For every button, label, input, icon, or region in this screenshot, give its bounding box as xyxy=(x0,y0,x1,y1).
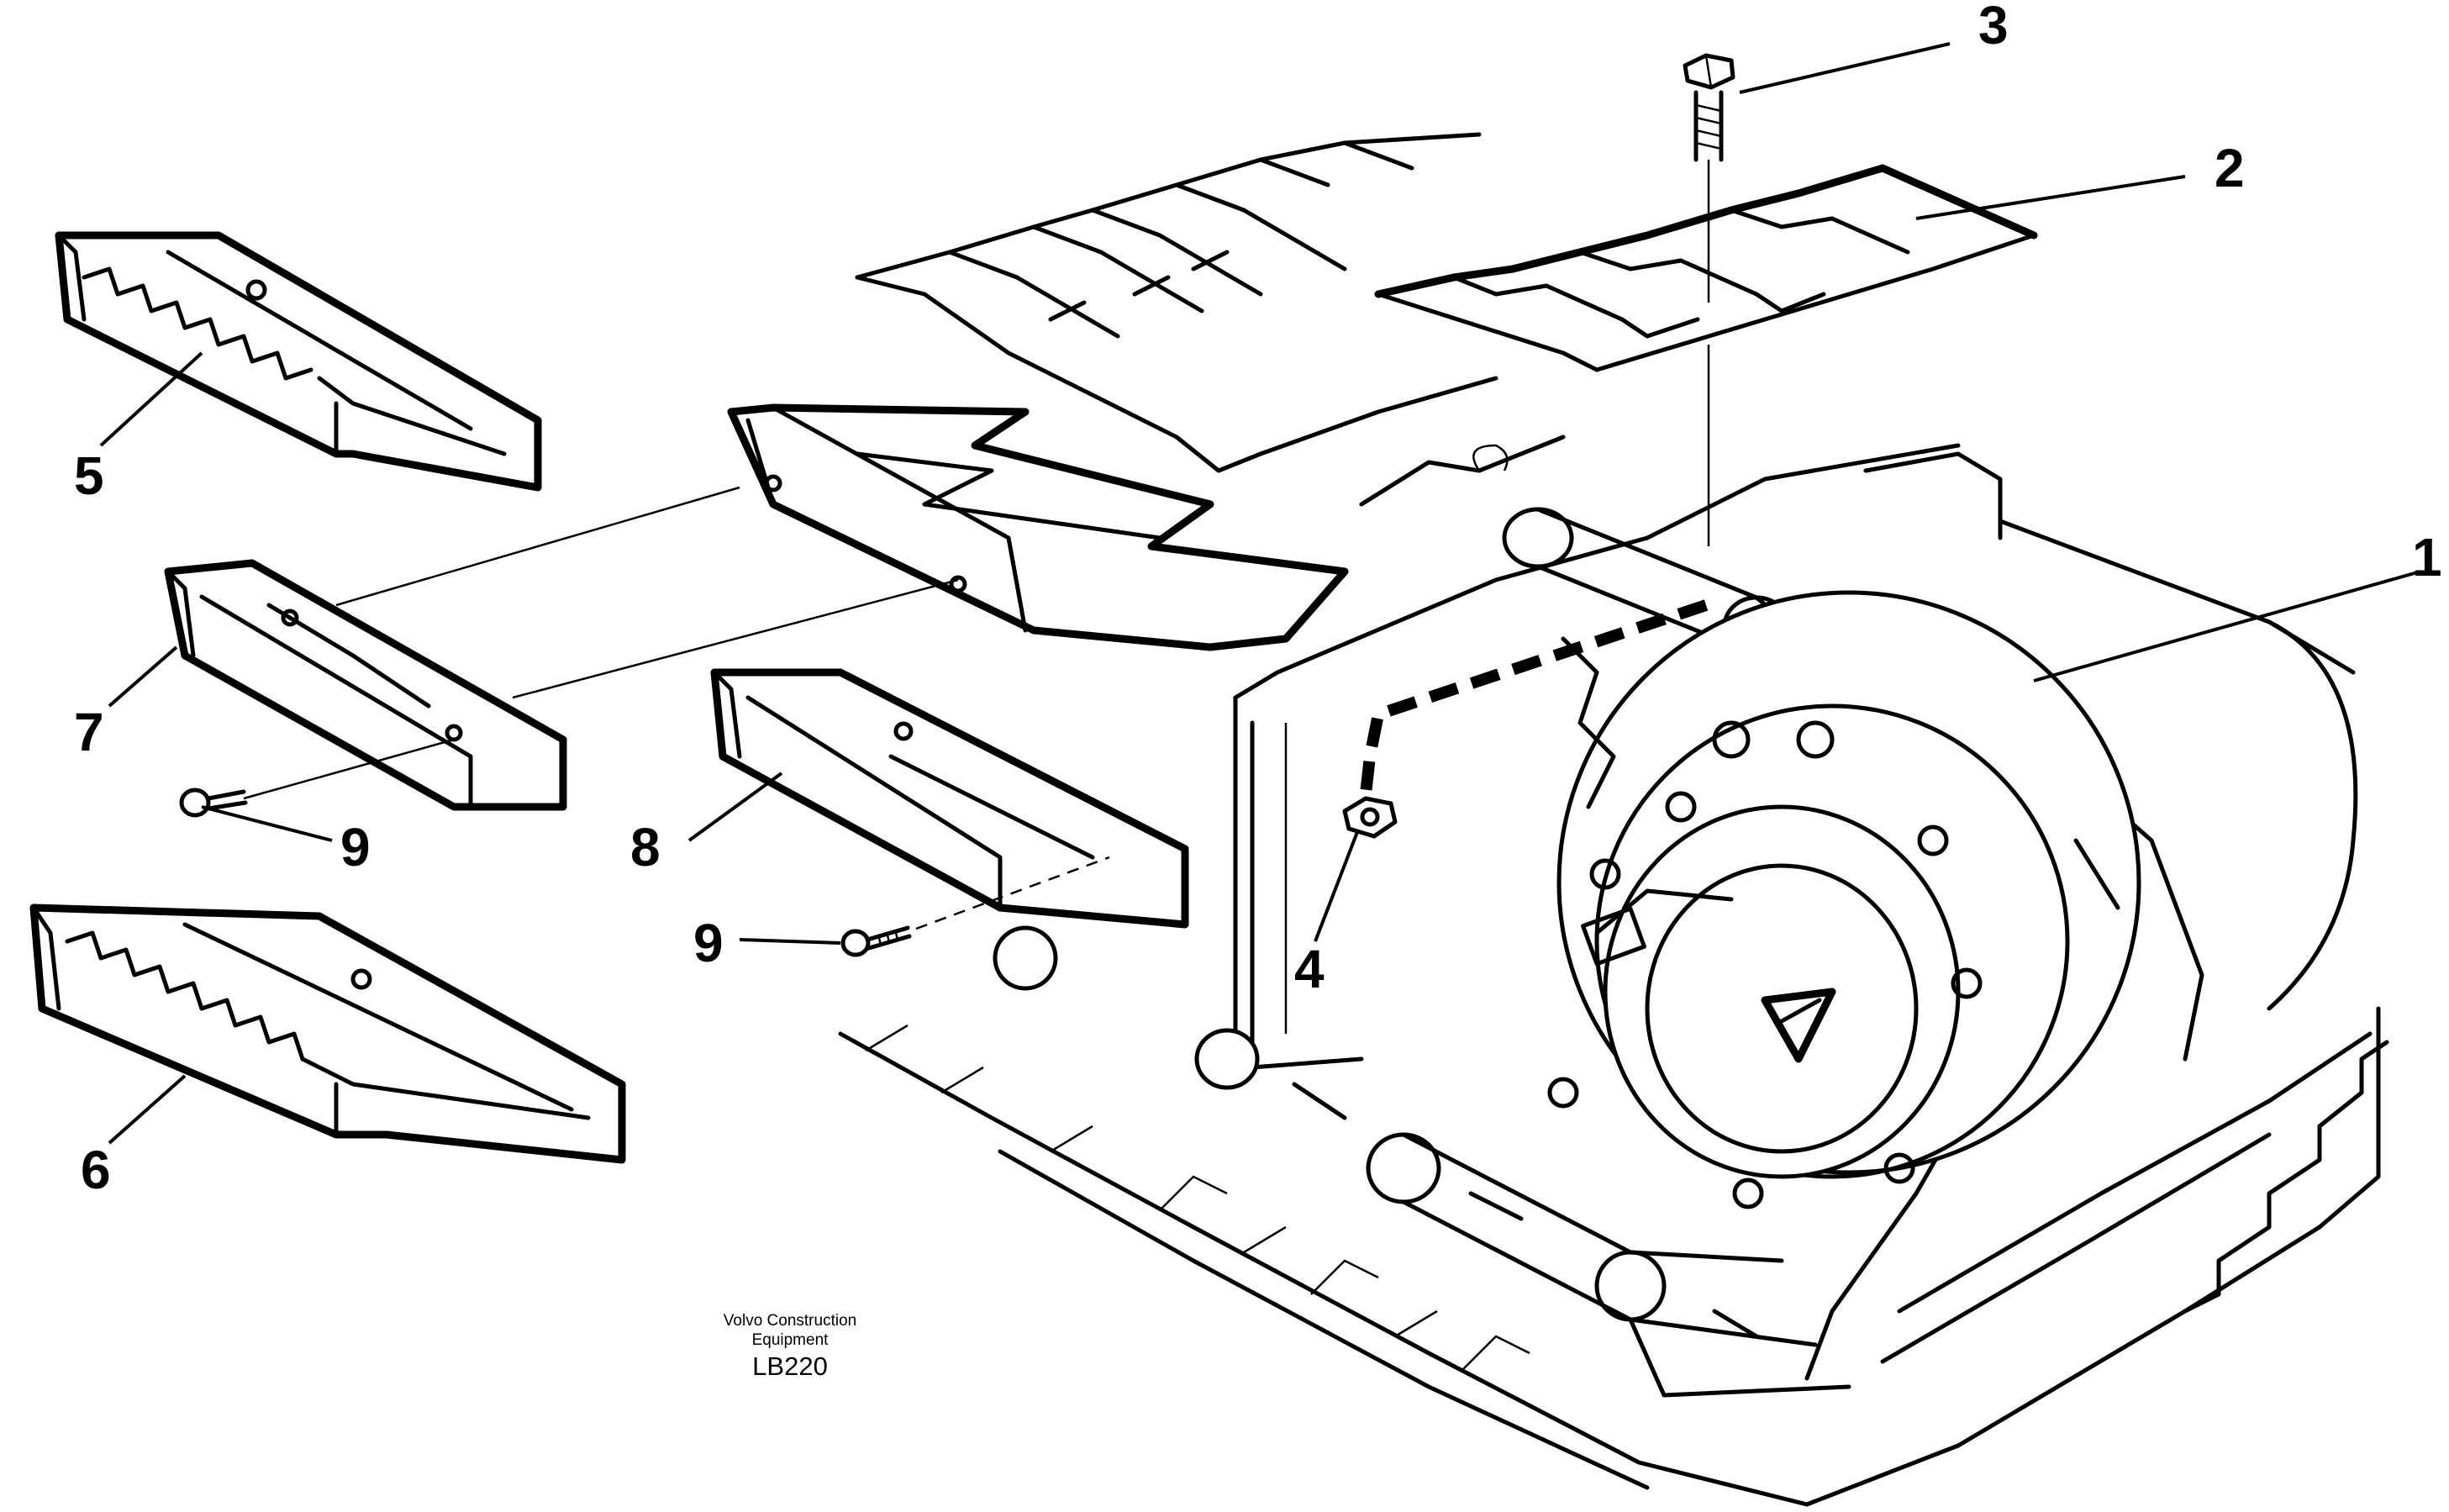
guard-part-6 xyxy=(29,904,626,1164)
callout-9-lower: 9 xyxy=(693,913,724,973)
track-shoes-lower xyxy=(838,1006,2389,1507)
guard-part-8 xyxy=(710,668,1189,929)
grouser-guard-part-5 xyxy=(55,231,542,492)
track-frame xyxy=(1233,435,2358,1070)
hidden-fastening-line xyxy=(1360,599,1709,795)
nut-part-4 xyxy=(1342,796,1398,839)
callout-leaders xyxy=(99,42,2421,1145)
final-drive-hub xyxy=(1547,590,2141,1209)
callout-9-upper: 9 xyxy=(340,817,371,877)
callout-5: 5 xyxy=(74,445,104,506)
track-assembly xyxy=(838,53,2389,1507)
callout-8: 8 xyxy=(630,817,661,877)
credit-company-line: Volvo Construction xyxy=(723,1312,857,1330)
publisher-credit: Volvo Construction Equipment LB220 xyxy=(614,1311,966,1382)
track-plate-background xyxy=(855,132,1498,473)
callout-numbers: 1 2 3 4 5 6 7 8 9 9 xyxy=(74,0,2442,1200)
callout-4: 4 xyxy=(1294,939,1325,999)
credit-company-line-2: Equipment xyxy=(751,1331,829,1349)
callout-6: 6 xyxy=(81,1140,111,1200)
shoe-plate-part-2 xyxy=(1374,164,2038,372)
bolt-part-9-upper xyxy=(179,788,248,818)
drawing-code: LB220 xyxy=(752,1351,828,1381)
callout-2: 2 xyxy=(2215,138,2245,198)
callout-1: 1 xyxy=(2412,527,2442,587)
bolt-part-3 xyxy=(1683,53,1735,546)
bolt-part-9-lower xyxy=(840,925,912,957)
middle-guard-plate xyxy=(727,403,1349,651)
assembly-lines xyxy=(243,486,1110,930)
callout-3: 3 xyxy=(1978,0,2009,55)
callout-7: 7 xyxy=(74,702,104,762)
guard-part-7 xyxy=(164,559,567,811)
